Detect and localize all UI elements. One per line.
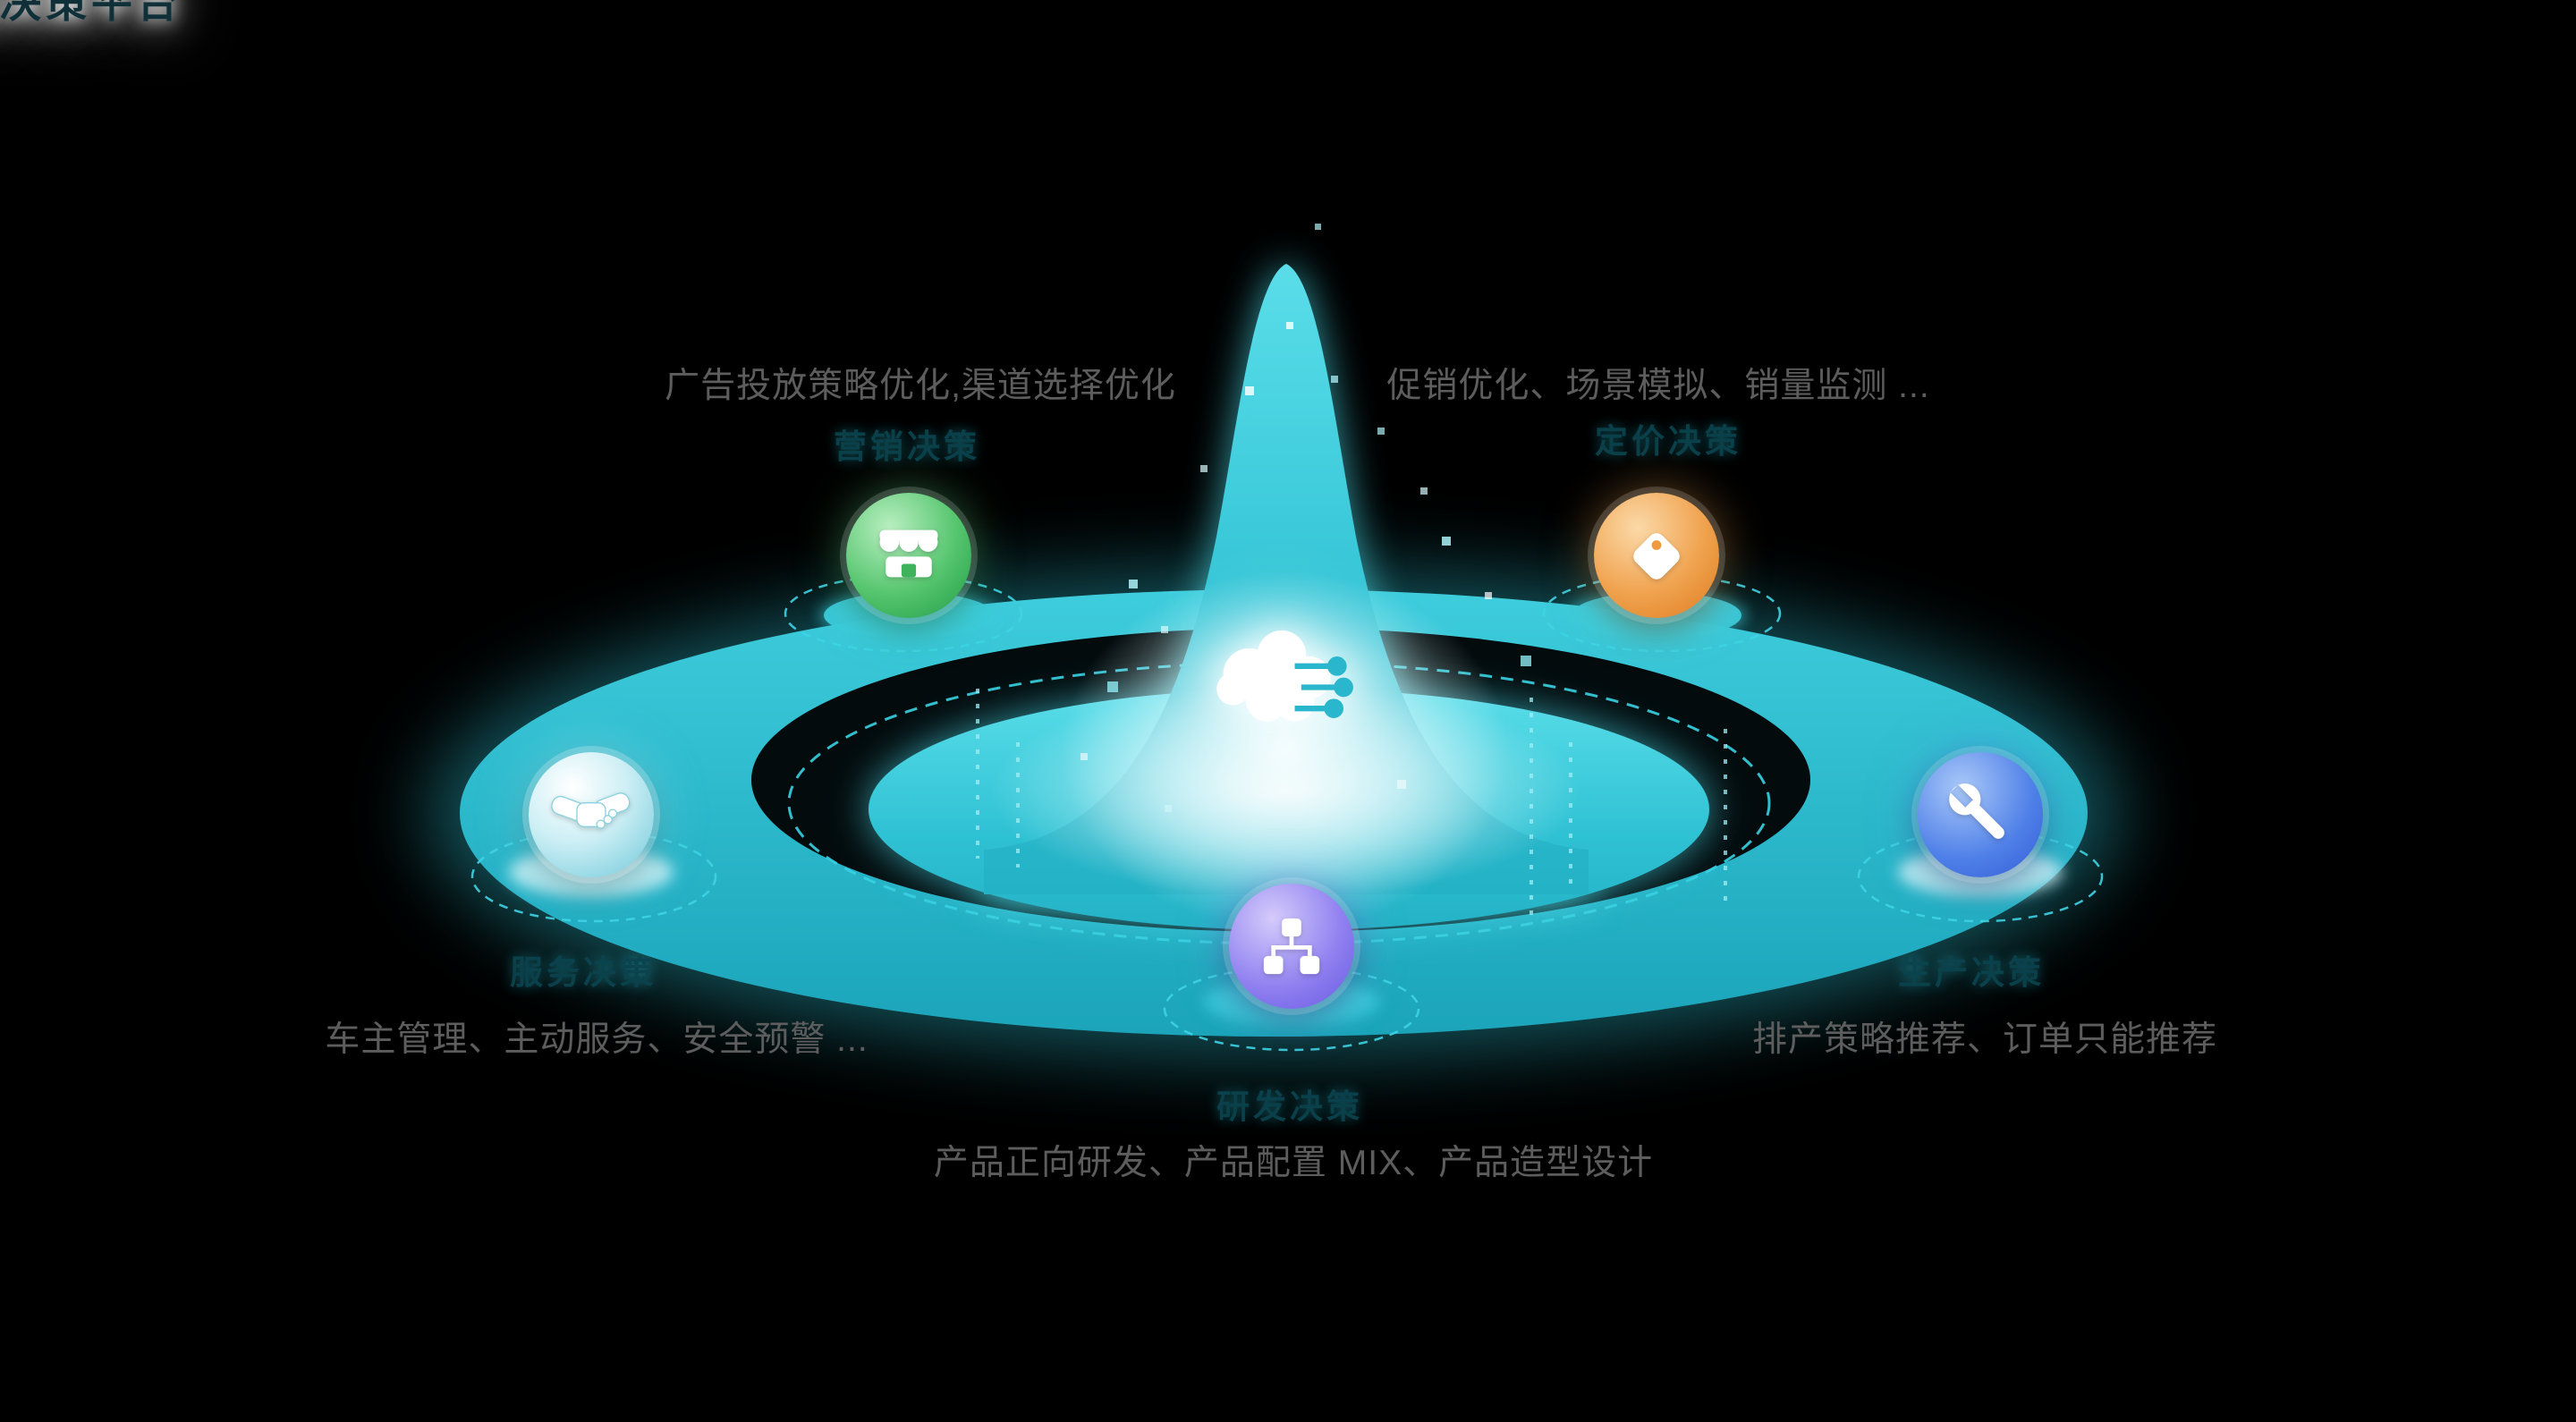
node-production-label: 生产决策	[1898, 954, 2045, 991]
node-service-desc: 车主管理、主动服务、安全预警 ...	[325, 1020, 869, 1059]
node-marketing-label: 营销决策	[834, 428, 980, 465]
data-streams	[976, 689, 1727, 926]
hierarchy-icon	[1229, 884, 1354, 1009]
node-rnd-label: 研发决策	[1216, 1088, 1363, 1125]
tag-icon	[1594, 493, 1719, 618]
brain-icon	[1192, 616, 1371, 764]
node-marketing-desc: 广告投放策略优化,渠道选择优化	[665, 367, 1176, 405]
handshake-icon	[529, 752, 654, 877]
node-pricing-desc: 促销优化、场景模拟、销量监测 ...	[1386, 367, 1930, 405]
data-pixels	[1080, 224, 1531, 812]
node-service-label: 服务决策	[510, 954, 657, 991]
node-rnd-desc: 产品正向研发、产品配置 MIX、产品造型设计	[933, 1144, 1654, 1182]
node-pricing-label: 定价决策	[1595, 423, 1741, 460]
node-production-desc: 排产策略推荐、订单只能推荐	[1751, 1020, 2218, 1059]
platform-title: 数据智慧决策平台	[0, 0, 182, 26]
wrench-icon	[1918, 752, 2043, 877]
store-icon	[846, 493, 971, 618]
